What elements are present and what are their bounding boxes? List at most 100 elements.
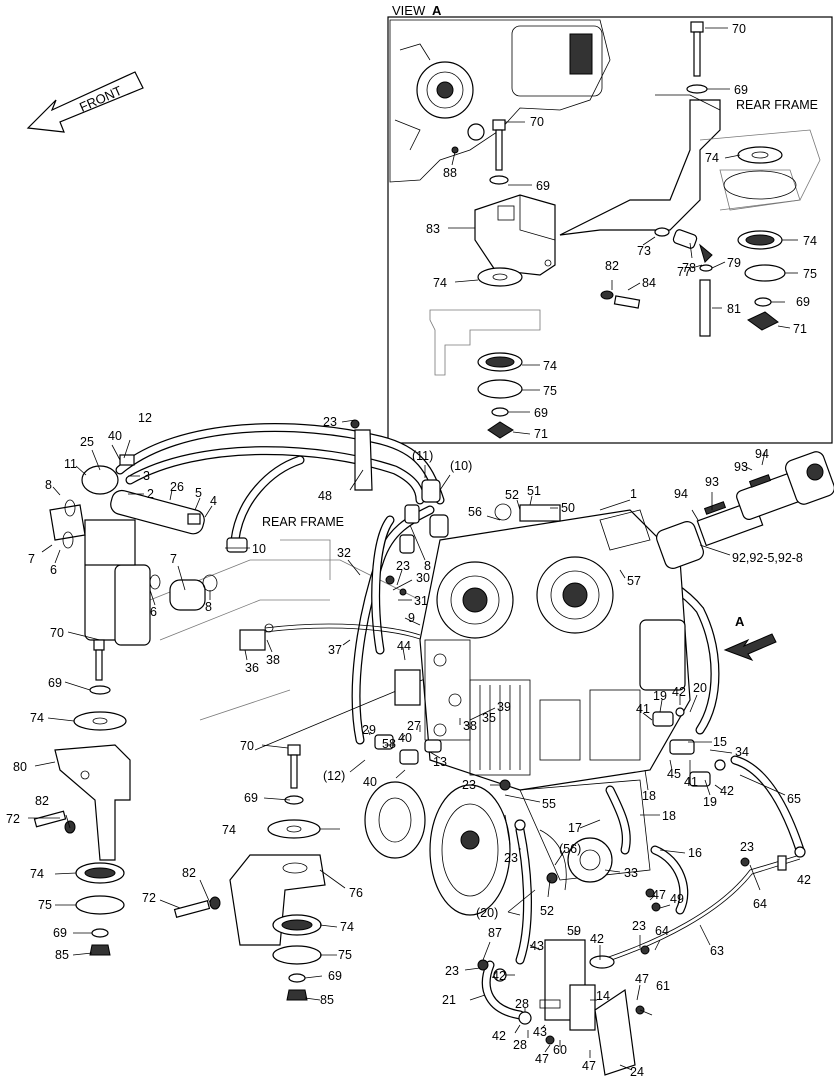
callout-69: 69: [734, 83, 748, 97]
callout-77: 77: [677, 265, 691, 279]
callout-73: 73: [637, 244, 651, 258]
callout-37: 37: [328, 643, 342, 657]
callout-14: 14: [596, 989, 610, 1003]
callout-82: 82: [182, 866, 196, 880]
callout-92-92-5-92-8: 92,92-5,92-8: [732, 551, 803, 565]
callout-8: 8: [45, 478, 52, 492]
callout-88: 88: [443, 166, 457, 180]
callout-58: 58: [382, 737, 396, 751]
drive-shaft: [656, 451, 834, 569]
callout-74: 74: [705, 151, 719, 165]
callout-30: 30: [416, 571, 430, 585]
callout-31: 31: [414, 594, 428, 608]
callout-23: 23: [323, 415, 337, 429]
engine-mount-83: [474, 194, 556, 276]
callout-24: 24: [630, 1065, 644, 1079]
callout-26: 26: [170, 480, 184, 494]
callout-70: 70: [240, 739, 254, 753]
lower-drive: [364, 669, 651, 916]
callout-75: 75: [543, 384, 557, 398]
callout-23: 23: [462, 778, 476, 792]
callout-20-ref: (20): [476, 906, 498, 920]
rear-frame-label-main: REAR FRAME: [262, 515, 344, 529]
callout-74: 74: [30, 867, 44, 881]
callout-38: 38: [266, 653, 280, 667]
callout-93: 93: [705, 475, 719, 489]
callout-94: 94: [755, 447, 769, 461]
callout-19: 19: [653, 689, 667, 703]
callout-25: 25: [80, 435, 94, 449]
callout-5: 5: [195, 486, 202, 500]
callout-6: 6: [150, 605, 157, 619]
callout-41: 41: [636, 702, 650, 716]
callout-50: 50: [561, 501, 575, 515]
inset-leaders: [448, 27, 798, 435]
callout-69: 69: [536, 179, 550, 193]
callout-23: 23: [445, 964, 459, 978]
callout-59: 59: [567, 924, 581, 938]
callout-72: 72: [6, 812, 20, 826]
callout-69: 69: [328, 969, 342, 983]
callout-43: 43: [530, 939, 544, 953]
callout-94: 94: [674, 487, 688, 501]
callout-20: 20: [693, 681, 707, 695]
callout-82: 82: [35, 794, 49, 808]
callout-74: 74: [543, 359, 557, 373]
callout-80: 80: [13, 760, 27, 774]
callout-12-ref: (12): [323, 769, 345, 783]
callout-47: 47: [635, 972, 649, 986]
callout-47: 47: [652, 888, 666, 902]
inset-hardware: [451, 21, 797, 439]
callout-74: 74: [30, 711, 44, 725]
callout-23: 23: [740, 840, 754, 854]
callout-18: 18: [642, 789, 656, 803]
callout-1: 1: [630, 487, 637, 501]
callout-39: 39: [497, 700, 511, 714]
callout-43: 43: [533, 1025, 547, 1039]
callout-78: 78: [682, 261, 696, 275]
view-title: VIEW: [392, 3, 426, 18]
callout-56: 56: [468, 505, 482, 519]
view-letter: A: [432, 3, 442, 18]
callout-82: 82: [605, 259, 619, 273]
ghost-bracket: [429, 309, 541, 376]
callout-57: 57: [627, 574, 641, 588]
callout-42: 42: [492, 969, 506, 983]
callout-51: 51: [527, 484, 541, 498]
callout-28: 28: [513, 1038, 527, 1052]
callout-23: 23: [504, 851, 518, 865]
callout-27: 27: [407, 719, 421, 733]
callout-87: 87: [488, 926, 502, 940]
callout-69: 69: [244, 791, 258, 805]
callout-71: 71: [534, 427, 548, 441]
callout-10-ref: (10): [450, 459, 472, 473]
engine-mount-76: [173, 744, 326, 1001]
line-63: [599, 854, 801, 961]
callout-76: 76: [349, 886, 363, 900]
callout-29: 29: [362, 723, 376, 737]
callout-79: 79: [727, 256, 741, 270]
callout-42: 42: [797, 873, 811, 887]
callout-44: 44: [397, 639, 411, 653]
callout-45: 45: [667, 767, 681, 781]
callout-85: 85: [320, 993, 334, 1007]
main-leaders: [28, 419, 786, 1071]
front-arrow: FRONT: [26, 71, 144, 133]
callout-55: 55: [542, 797, 556, 811]
callout-75: 75: [338, 948, 352, 962]
callout-32: 32: [337, 546, 351, 560]
callout-69: 69: [534, 406, 548, 420]
engine-mount-80: [33, 639, 131, 956]
callout-18: 18: [662, 809, 676, 823]
callout-81: 81: [727, 302, 741, 316]
callout-35: 35: [482, 711, 496, 725]
callout-69: 69: [48, 676, 62, 690]
callout-40: 40: [363, 775, 377, 789]
bracket-48: [354, 429, 373, 491]
callout-3: 3: [143, 469, 150, 483]
callout-36: 36: [245, 661, 259, 675]
view-a-arrow-label: A: [735, 614, 745, 629]
line-9: [264, 623, 421, 636]
callout-70: 70: [732, 22, 746, 36]
